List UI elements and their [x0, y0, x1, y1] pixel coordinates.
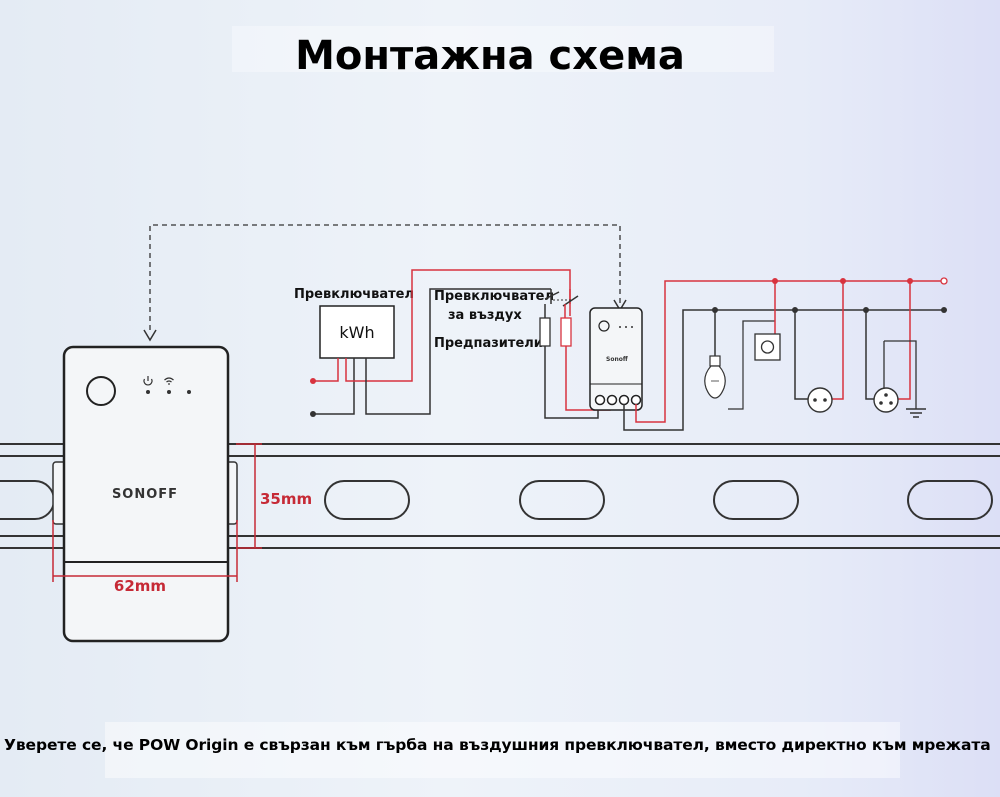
fuses-label: Предпазители [434, 336, 543, 351]
terminal-icon [630, 394, 642, 406]
wifi-led-icon [164, 377, 174, 394]
kwh-meter: kWh [319, 305, 395, 359]
terminal-icon [618, 394, 630, 406]
small-device-brand: Sonoff [606, 356, 628, 363]
rail-slot [907, 480, 993, 520]
dimension-height-label: 35mm [260, 490, 312, 508]
title-band [232, 26, 774, 72]
air-switch-label-line1: Превключвател [434, 289, 554, 304]
meter-switch-label: Превключвател [294, 287, 414, 302]
wall-switch-icon [728, 281, 781, 410]
rail-slot [324, 480, 410, 520]
dimension-width-label: 62mm [114, 577, 166, 595]
rail-slot [713, 480, 799, 520]
air-switch [544, 289, 579, 318]
supply-wiring [310, 269, 571, 417]
power-led-icon [143, 376, 153, 394]
page-title: Монтажна схема [295, 33, 685, 79]
dimension-35mm: 35mm [236, 443, 312, 549]
status-led-icon [187, 390, 191, 394]
footer-band [105, 722, 900, 778]
device-brand: SONOFF [112, 487, 178, 502]
fuses [539, 317, 572, 347]
live-terminal [940, 277, 948, 285]
pow-origin-device: SONOFF [52, 345, 238, 643]
power-button-icon [86, 376, 116, 406]
dimension-62mm: 62mm [52, 520, 238, 595]
neutral-out-bus [623, 309, 944, 431]
air-switch-label-line2: за въздух [448, 308, 522, 323]
neutral-in-wire [544, 346, 599, 419]
rail-slot [519, 480, 605, 520]
light-bulb-icon [704, 310, 726, 399]
footer-note: Уверете се, че POW Origin е свързан към … [4, 736, 991, 754]
terminal-icon [606, 394, 618, 406]
live-out-bus [635, 280, 944, 423]
terminal-icon [594, 394, 606, 406]
three-pin-socket-icon [865, 281, 917, 413]
neutral-terminal [941, 307, 947, 313]
small-sonoff-device: Sonoff [589, 307, 643, 411]
rail-slot [0, 480, 55, 520]
kwh-meter-label: kWh [339, 323, 374, 342]
ground-icon [906, 408, 926, 418]
two-pin-socket-icon [794, 281, 844, 413]
